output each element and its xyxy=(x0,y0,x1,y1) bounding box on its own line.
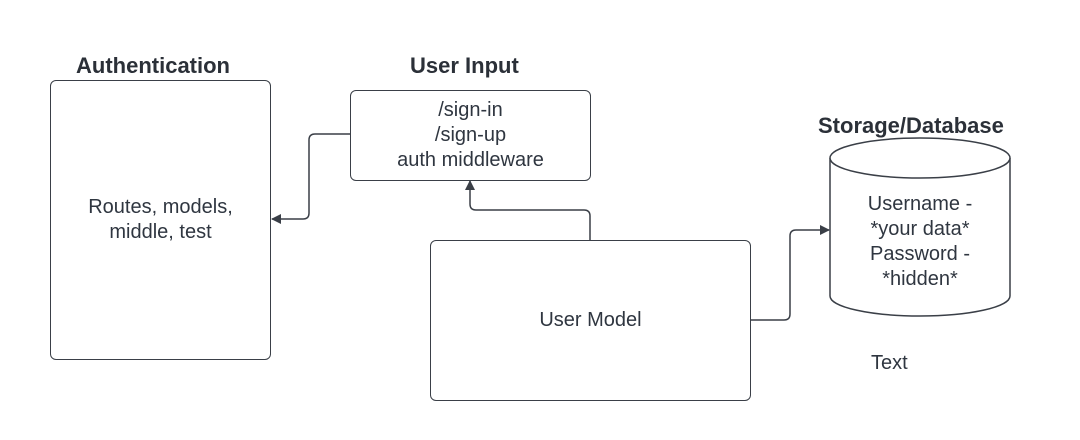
connector-model-to-input xyxy=(465,180,591,240)
storage-content: Username - *your data* Password - *hidde… xyxy=(830,192,1010,292)
connector-model-to-storage xyxy=(750,225,830,321)
authentication-title: Authentication xyxy=(76,53,230,78)
user-input-title: User Input xyxy=(410,53,519,78)
authentication-line-2: middle, test xyxy=(109,221,212,243)
user-model-label: User Model xyxy=(539,309,642,331)
storage-title: Storage/Database xyxy=(818,113,1004,138)
storage-line-2: *your data* xyxy=(870,218,970,240)
authentication-line-1: Routes, models, xyxy=(88,196,233,218)
storage-line-3: Password - xyxy=(869,243,971,265)
user-input-box[interactable]: /sign-in /sign-up auth middleware xyxy=(350,90,591,181)
user-model-box[interactable]: User Model xyxy=(430,240,751,401)
user-input-line-3: auth middleware xyxy=(397,149,544,171)
storage-line-4: *hidden* xyxy=(882,268,958,290)
user-input-line-2: /sign-up xyxy=(434,124,507,146)
authentication-box[interactable]: Routes, models, middle, test xyxy=(50,80,271,360)
user-input-line-1: /sign-in xyxy=(438,99,503,121)
storage-line-1: Username - xyxy=(867,193,973,215)
connector-input-to-auth xyxy=(271,133,350,224)
free-text-label[interactable]: Text xyxy=(871,352,908,374)
